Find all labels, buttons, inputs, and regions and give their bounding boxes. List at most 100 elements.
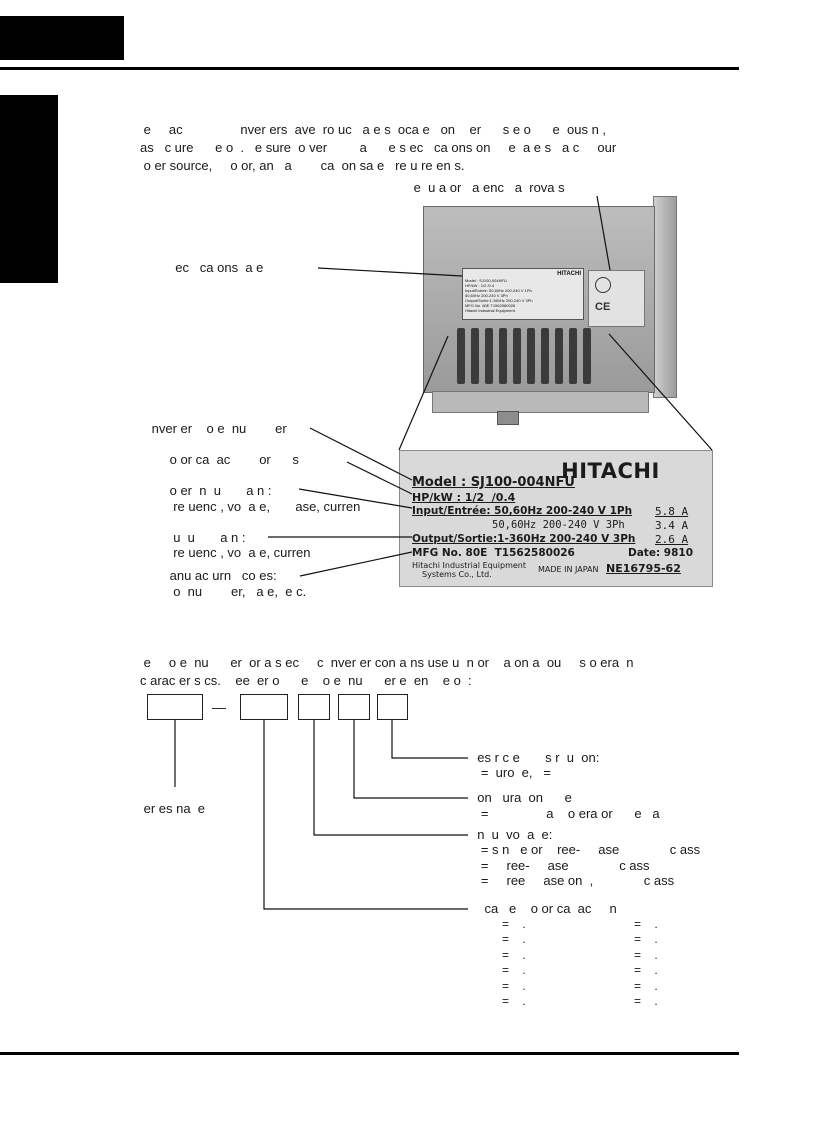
output-callout-2: re uenc , vo a e, curren [166,545,311,560]
power-input-callout-1: o er n u a n : [166,483,272,498]
decode-intro-line-2: c arac er s cs. ee er o e o e nu er e en… [140,673,472,688]
voltage-box [298,694,330,720]
voltage-label-1: n u vo a e: [470,827,553,842]
spec-nameplate: HITACHI Model : SJ100-004NFU HP/kW : 1/2… [399,450,713,587]
voltage-label-4: = ree ase on , c ass [470,873,675,888]
cooling-vents [455,328,603,388]
voltage-label-3: = ree- ase c ass [470,858,650,873]
capacity-row-left: = . [492,963,526,977]
drive-base [432,391,649,413]
mini-label-mfg: MFG No. 80E T1562580026 [465,303,516,308]
vent-slot [541,328,549,384]
plate-output: Output/Sortie:1-360Hz 200-240 V 3Ph [412,533,636,545]
zoom-leader-right [608,333,713,451]
restriction-box [377,694,408,720]
mini-spec-label: HITACHI Model : SJ100-004NFU HP/kW : 1/2… [462,268,584,320]
vent-slot [485,328,493,384]
vent-slot [569,328,577,384]
intro-line-3: o er source, o or, an a ca on sa e re u … [140,158,465,173]
mini-label-hpkw: HP/kW : 1/2 /0.4 [465,283,495,288]
mfg-callout-1: anu ac urn co es: [166,568,277,583]
mini-label-company: Hitachi Industrial Equipment [465,308,515,313]
ul-mark-icon [595,277,611,293]
mini-label-input: Input/Entrée: 50,60Hz 200-240 V 1Ph [465,288,532,293]
plate-made-in: MADE IN JAPAN [538,565,599,574]
voltage-label-2: = s n e or ree- ase c ass [470,842,701,857]
mfg-callout-2: o nu er, a e, e c. [166,584,307,599]
capacity-row-right: = . [624,917,658,931]
intro-line-2: as c ure e o . e sure o ver a e s ec ca … [140,140,617,155]
mini-label-model: Model : SJ100-004NFU [465,278,507,283]
capacity-row-left: = . [492,948,526,962]
config-leader [353,720,468,799]
plate-output-current: 2.6 A [655,533,689,546]
intro-line-1: e ac nver ers ave ro uc a e s oca e on e… [140,122,607,137]
decode-intro-line-1: e o e nu er or a s ec c nver er con a ns… [140,655,634,670]
capacity-row-right: = . [624,932,658,946]
capacity-row-right: = . [624,979,658,993]
power-input-leader [298,488,413,509]
vent-slot [555,328,563,384]
series-label: er es na e [140,801,206,816]
capacity-row-left: = . [492,917,526,931]
series-box [147,694,203,720]
capacity-row-left: = . [492,994,526,1008]
plate-company-2: Systems Co., Ltd. [422,570,492,579]
approvals-callout: e u a or a enc a rova s [410,180,565,195]
vent-slot [583,328,591,384]
header-rule [0,67,739,70]
plate-company-1: Hitachi Industrial Equipment [412,561,526,570]
ce-mark-icon: CE [595,301,611,313]
config-label-2: = a o era or e a [470,806,660,821]
plate-model: Model : SJ100-004NFU [412,475,575,490]
capacity-leader [263,720,468,910]
footer-rule [0,1052,739,1055]
spec-label-leader [317,267,463,277]
plate-input-current: 5.8 A [655,505,689,518]
capacity-row-right: = . [624,963,658,977]
zoom-leader-left [398,335,449,451]
vent-slot [513,328,521,384]
motor-capacity-leader [346,461,413,495]
mini-label-output: Output/Sortie:1-360Hz 200-240 V 3Ph [465,298,533,303]
motor-capacity-callout: o or ca ac or s [166,452,299,467]
vent-slot [499,328,507,384]
drive-foot [497,411,519,425]
configuration-box [338,694,370,720]
capacity-row-left: = . [492,979,526,993]
plate-hpkw: HP/kW : 1/2 /0.4 [412,491,516,504]
plate-ne-code: NE16795-62 [606,562,681,575]
model-number-leader [309,427,413,481]
plate-mfg: MFG No. 80E T1562580026 [412,547,575,559]
plate-input: Input/Entrée: 50,60Hz 200-240 V 1Ph [412,505,633,517]
model-number-callout: nver er o e nu er [148,421,287,436]
capacity-label-1: ca e o or ca ac n [470,901,617,916]
config-label-1: on ura on e [470,790,572,805]
vent-slot [471,328,479,384]
side-tab [0,95,58,283]
capacity-box [240,694,288,720]
restriction-label-1: es r c e s r u on: [470,750,600,765]
capacity-row-right: = . [624,994,658,1008]
power-input-callout-2: re uenc , vo a e, ase, curren [166,499,361,514]
vent-slot [457,328,465,384]
plate-input2: 50,60Hz 200-240 V 3Ph [492,519,625,531]
vent-slot [527,328,535,384]
restriction-label-2: = uro e, = [470,765,551,780]
voltage-leader [313,720,468,836]
plate-date: Date: 9810 [628,547,694,559]
model-dash: — [212,699,226,715]
capacity-row-right: = . [624,948,658,962]
plate-input2-current: 3.4 A [655,519,689,532]
plate-brand: HITACHI [561,459,660,483]
agency-approval-label: CE [588,270,645,327]
mini-label-input2: 50,60Hz 200-240 V 3Ph [465,293,508,298]
spec-label-callout: ec ca ons a e [168,260,264,275]
approvals-leader [596,195,611,271]
output-callout-1: u u a n : [166,530,246,545]
mini-label-brand: HITACHI [557,271,581,277]
capacity-row-left: = . [492,932,526,946]
mfg-leader [299,551,413,577]
header-tab [0,16,124,60]
